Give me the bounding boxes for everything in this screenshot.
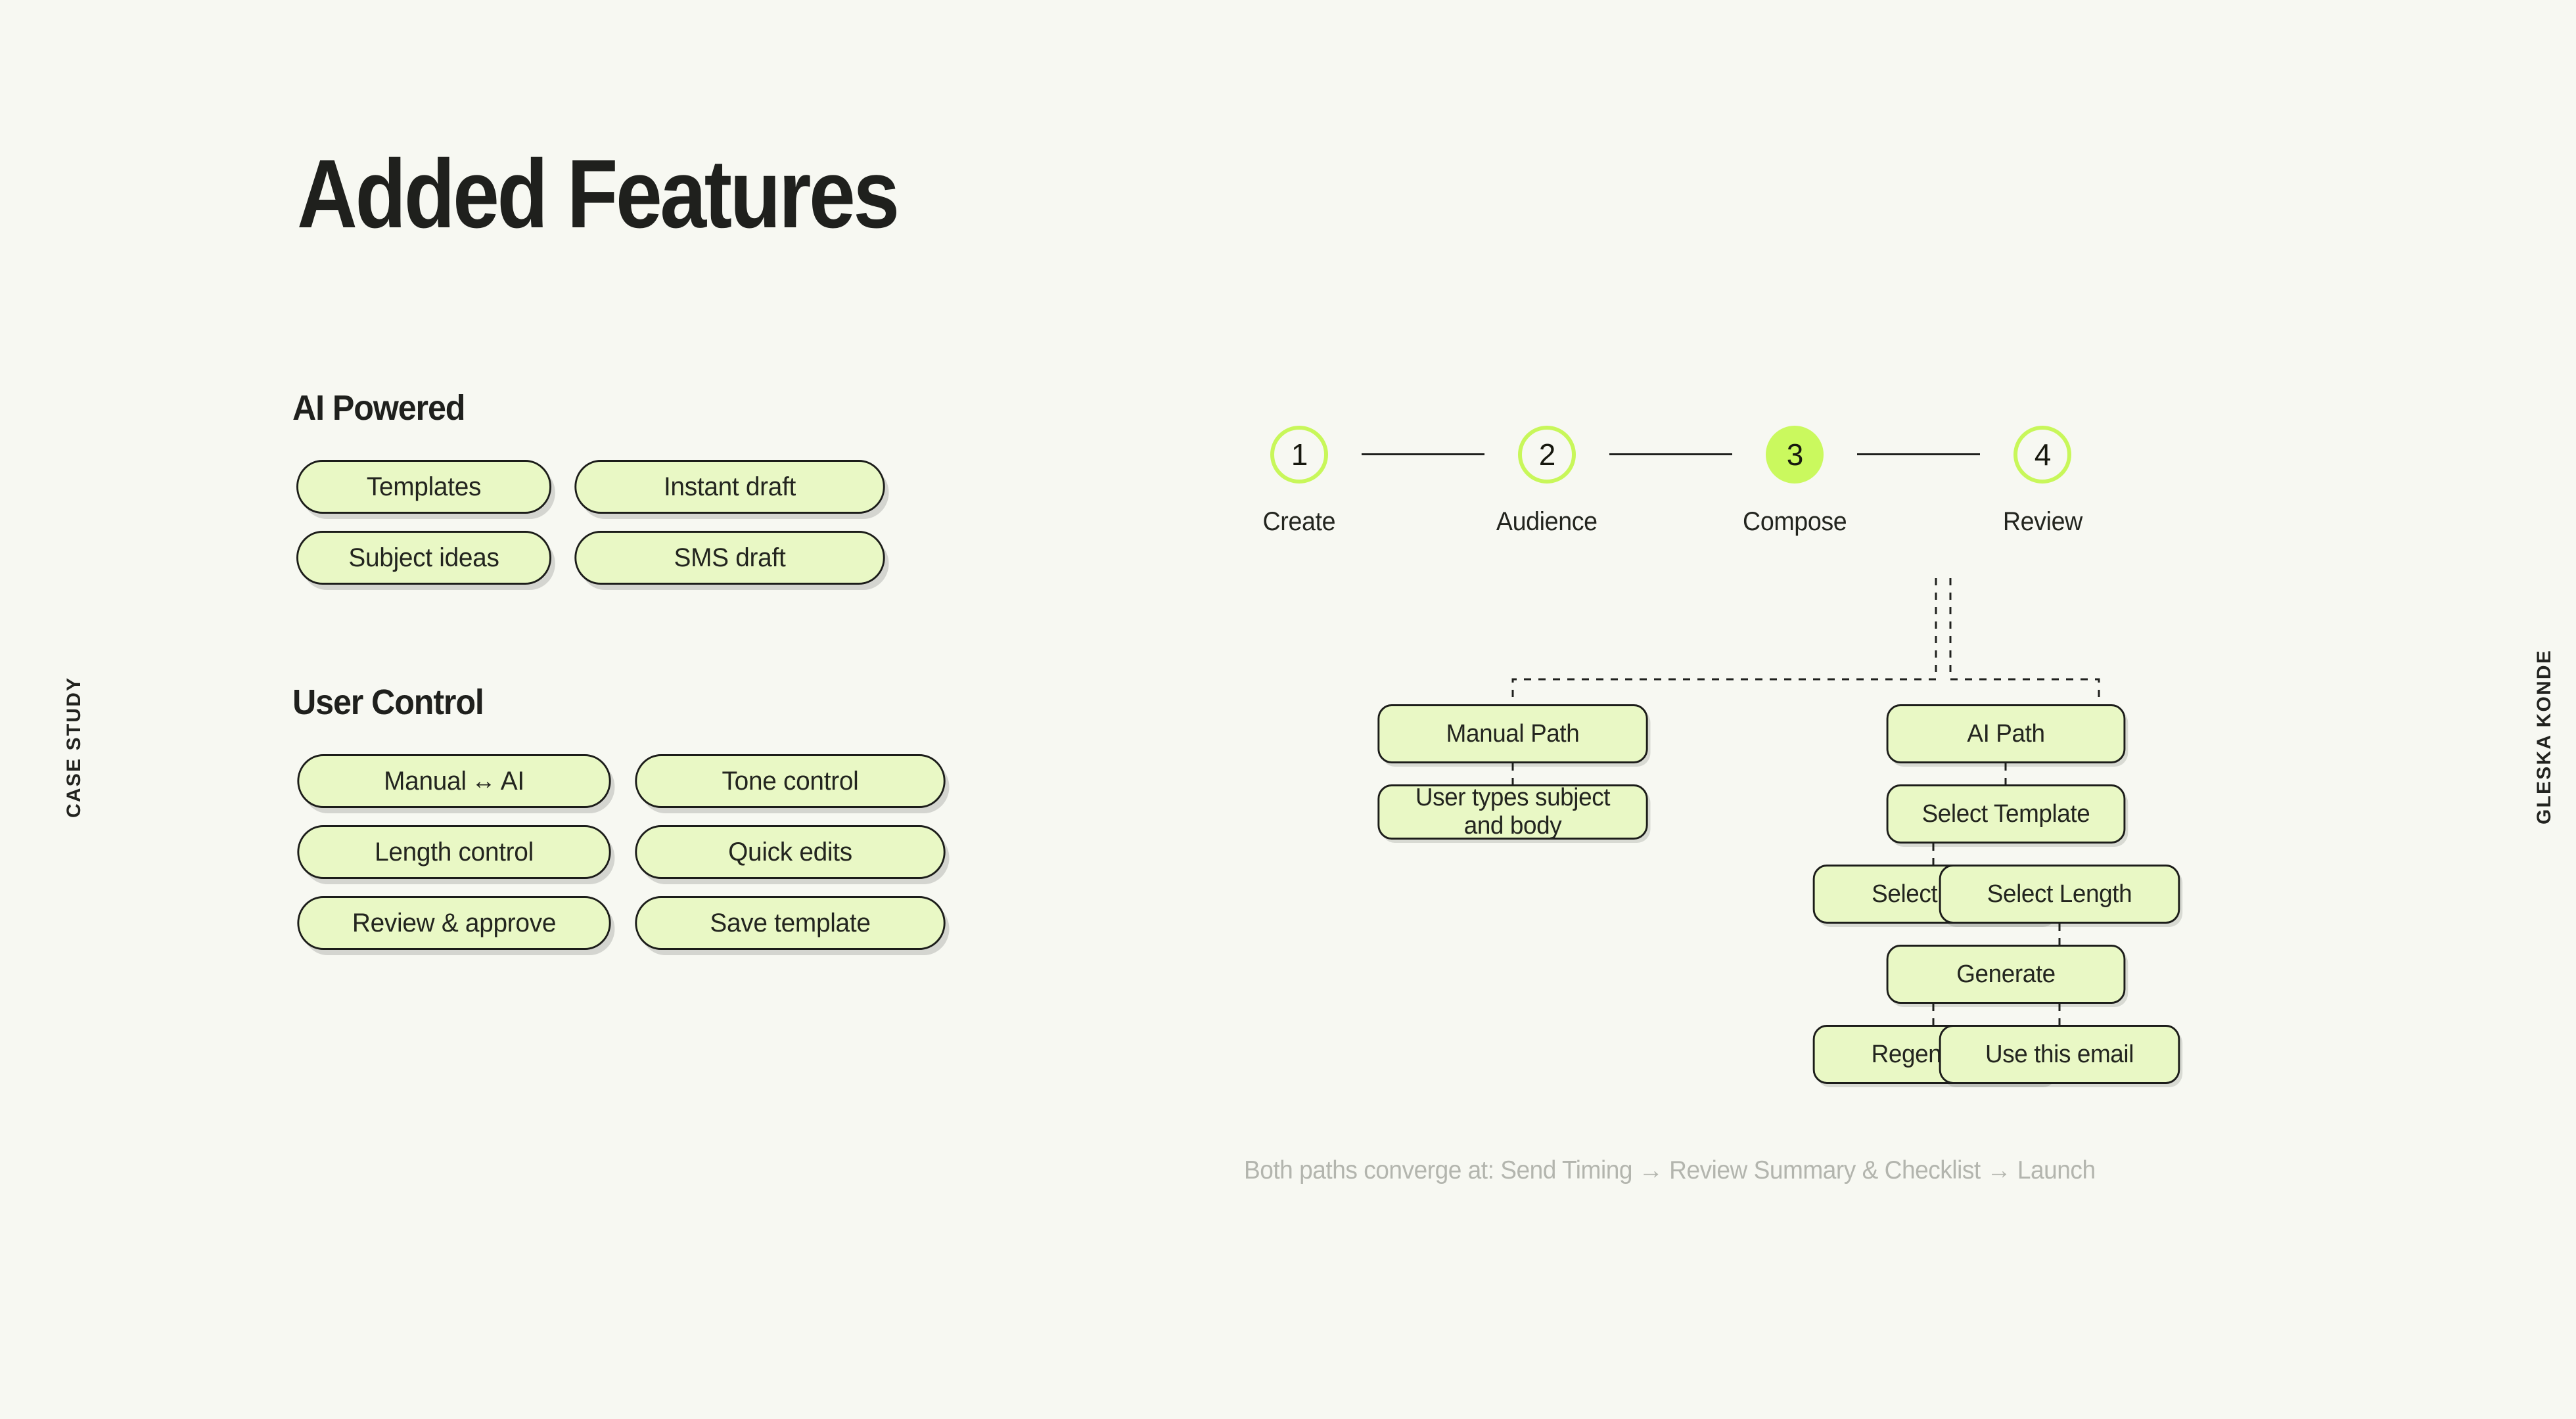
pill-label: Review & approve [352,908,557,937]
pill-label: Subject ideas [348,543,499,572]
step-label: Audience [1496,507,1598,536]
flow-box-label: Generate [1956,960,2056,988]
pill-quick-edits[interactable]: Quick edits [635,825,946,879]
step-label: Review [2002,507,2082,536]
pill-group-user-control: Manual ↔ AI Tone control Length control … [292,754,996,950]
flow-box-use-this-email[interactable]: Use this email [1939,1025,2180,1084]
pill-group-ai-powered: Templates Instant draft Subject ideas SM… [292,460,996,585]
step-connector-3 [1857,453,1980,455]
pill-manual-ai[interactable]: Manual ↔ AI [297,754,611,808]
section-user-control: User Control Manual ↔ AI Tone control Le… [292,682,1015,950]
step-1-create[interactable]: 1 Create [1237,426,1362,537]
pill-label: Instant draft [663,472,796,501]
bidirectional-arrow-icon: ↔ [471,767,496,795]
pill-save-template[interactable]: Save template [635,896,946,950]
step-4-review[interactable]: 4 Review [1980,426,2105,537]
section-spacer [292,585,1015,682]
pill-sms-draft[interactable]: SMS draft [574,531,885,585]
step-connector-2 [1609,453,1732,455]
step-number: 3 [1766,426,1824,484]
branch-flow-diagram: Manual Path User types subject and body … [1222,578,2339,1084]
pill-label: Tone control [722,766,859,796]
pill-tone-control[interactable]: Tone control [635,754,946,808]
page-title: Added Features [297,140,900,248]
pill-length-control[interactable]: Length control [297,825,611,879]
step-label: Create [1262,507,1336,536]
step-label: Compose [1742,507,1847,536]
pill-subject-ideas[interactable]: Subject ideas [296,531,551,585]
section-heading-ai-powered: AI Powered [292,388,465,428]
flow-box-generate[interactable]: Generate [1886,945,2126,1004]
right-rail-label: GLESKA KONDE [2533,649,2555,824]
flow-box-label: User types subject and body [1415,784,1611,840]
pill-label: SMS draft [674,543,786,572]
flow-box-label: Select Template [1921,800,2090,828]
feature-columns: AI Powered Templates Instant draft Subje… [292,388,1015,950]
flow-box-manual-path[interactable]: Manual Path [1377,704,1648,763]
pill-templates[interactable]: Templates [296,460,551,514]
step-3-compose[interactable]: 3 Compose [1732,426,1857,537]
pill-label-secondary: AI [500,766,524,796]
step-number: 1 [1270,426,1328,484]
flow-box-label: Select Length [1987,880,2132,908]
stepper: 1 Create 2 Audience 3 Compose 4 Review [1237,426,2105,537]
pill-instant-draft[interactable]: Instant draft [574,460,885,514]
flow-box-select-length[interactable]: Select Length [1939,865,2180,924]
flow-box-label-line1: User types subject [1415,784,1611,812]
flow-box-label: Use this email [1985,1040,2134,1068]
converge-note: Both paths converge at: Send Timing → Re… [1244,1156,2096,1184]
step-number: 2 [1518,426,1576,484]
pill-label: Templates [366,472,482,501]
section-heading-user-control: User Control [292,683,484,722]
pill-review-approve[interactable]: Review & approve [297,896,611,950]
flow-box-user-types[interactable]: User types subject and body [1377,784,1648,840]
pill-label: Save template [710,908,871,937]
flow-box-ai-path[interactable]: AI Path [1886,704,2126,763]
step-2-audience[interactable]: 2 Audience [1484,426,1609,537]
flow-box-select-template[interactable]: Select Template [1886,784,2126,844]
section-ai-powered: AI Powered Templates Instant draft Subje… [292,388,1015,585]
step-connector-1 [1362,453,1484,455]
flow-box-label-line2: and body [1463,812,1562,840]
left-rail-label: CASE STUDY [63,676,85,818]
flow-box-label: AI Path [1967,719,2045,748]
pill-label: Length control [375,837,534,867]
pill-label: Quick edits [728,837,852,867]
pill-label: Manual [384,766,467,796]
step-number: 4 [2013,426,2071,484]
flow-box-label: Manual Path [1446,719,1580,748]
